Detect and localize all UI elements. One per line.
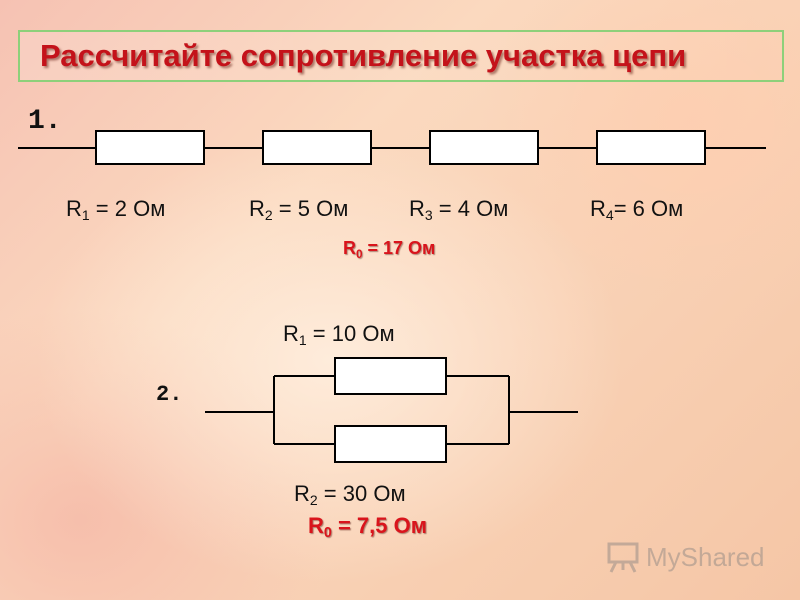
presentation-board-icon [607, 542, 639, 573]
result-problem-2: R0 = 7,5 Ом [308, 513, 427, 541]
resistor-label-r2-parallel: R2 = 30 Ом [294, 481, 406, 508]
resistor-label-r4: R4= 6 Ом [590, 196, 684, 223]
resistor-r1-parallel [334, 357, 447, 395]
watermark: MyShared [606, 540, 765, 574]
resistor-label-r2: R2 = 5 Ом [249, 196, 349, 223]
resistor-label-r3: R3 = 4 Ом [409, 196, 509, 223]
watermark-text: MyShared [646, 541, 765, 572]
parallel-circuit [205, 357, 578, 463]
resistor-r4-series [596, 130, 706, 165]
resistor-r2-parallel [334, 425, 447, 463]
resistor-label-r1-parallel: R1 = 10 Ом [283, 321, 395, 348]
slide-title: Рассчитайте сопротивление участка цепи [40, 38, 687, 73]
resistor-r1-series [95, 130, 205, 165]
resistor-r3-series [429, 130, 539, 165]
resistor-r2-series [262, 130, 372, 165]
problem-number-1: 1. [28, 106, 62, 137]
resistor-label-r1: R1 = 2 Ом [66, 196, 166, 223]
series-circuit [18, 130, 766, 165]
problem-number-2: 2. [156, 382, 183, 407]
result-problem-1: R0 = 17 Ом [343, 238, 436, 261]
title-box: Рассчитайте сопротивление участка цепи [18, 30, 784, 82]
